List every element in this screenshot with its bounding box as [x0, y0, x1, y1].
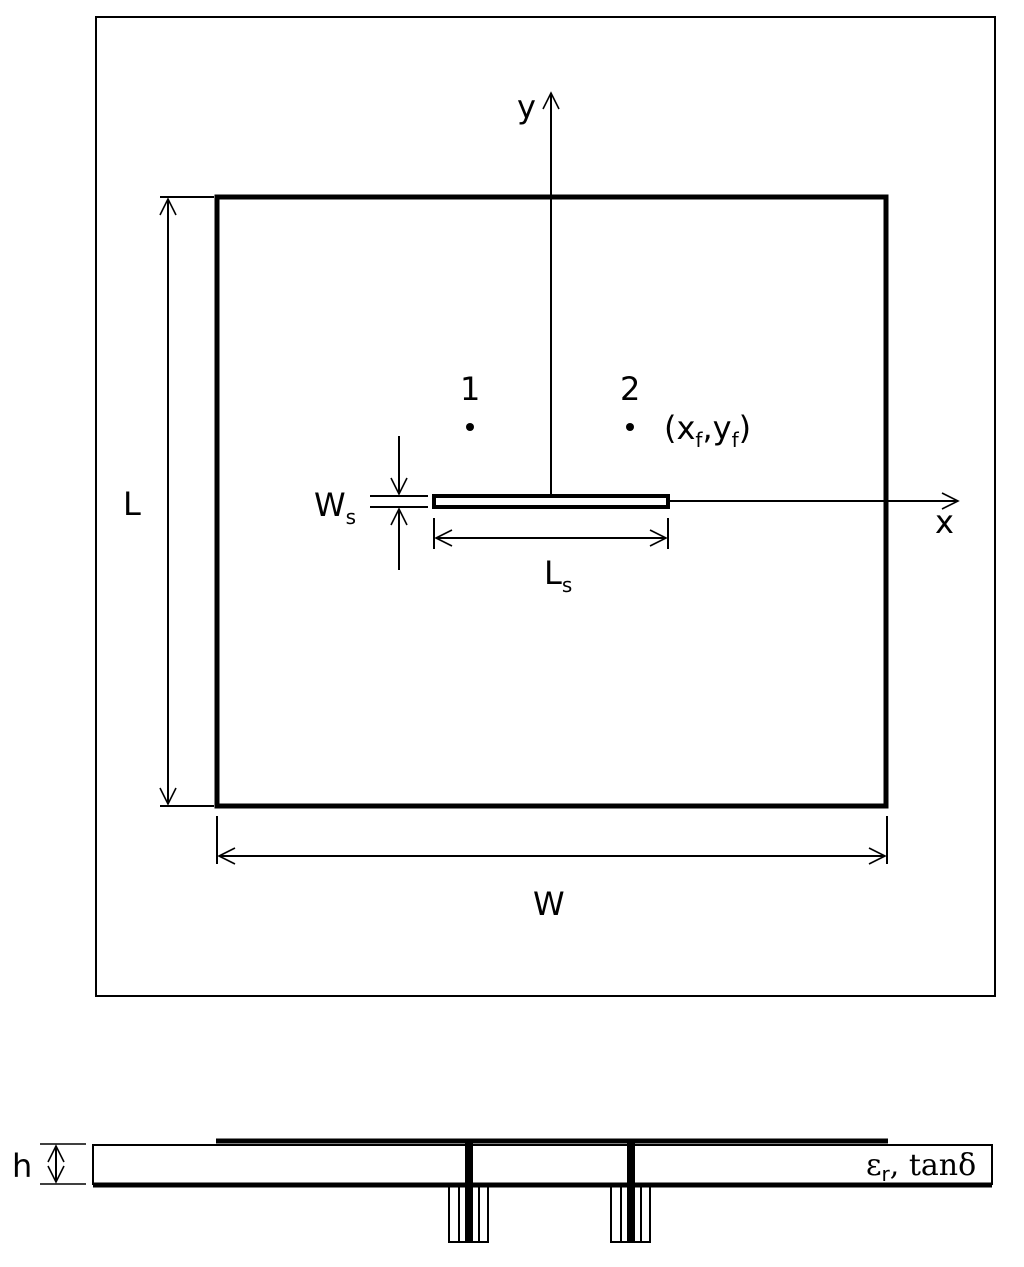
width-label: W [533, 885, 565, 923]
slot-rectangle [432, 494, 670, 509]
feed-point-1-label: 1 [460, 370, 480, 408]
length-label: L [123, 485, 141, 523]
slot-width-label: Ws [314, 486, 356, 529]
feed-point-2-label: 2 [620, 370, 640, 408]
height-label: h [12, 1147, 32, 1185]
feed-coordinate-label: (xf,yf) [664, 409, 751, 452]
ground-plane-outline [95, 16, 996, 997]
feed-point-2 [626, 423, 634, 431]
probe-1-connector [448, 1185, 489, 1243]
substrate-material-label: εr, tanδ [866, 1148, 976, 1186]
slot-length-label: Ls [544, 554, 572, 597]
probe-2-connector [610, 1185, 651, 1243]
y-axis-label: y [517, 88, 536, 126]
x-axis-label: x [935, 503, 954, 541]
substrate-side-view [92, 1144, 993, 1185]
feed-point-1 [466, 423, 474, 431]
